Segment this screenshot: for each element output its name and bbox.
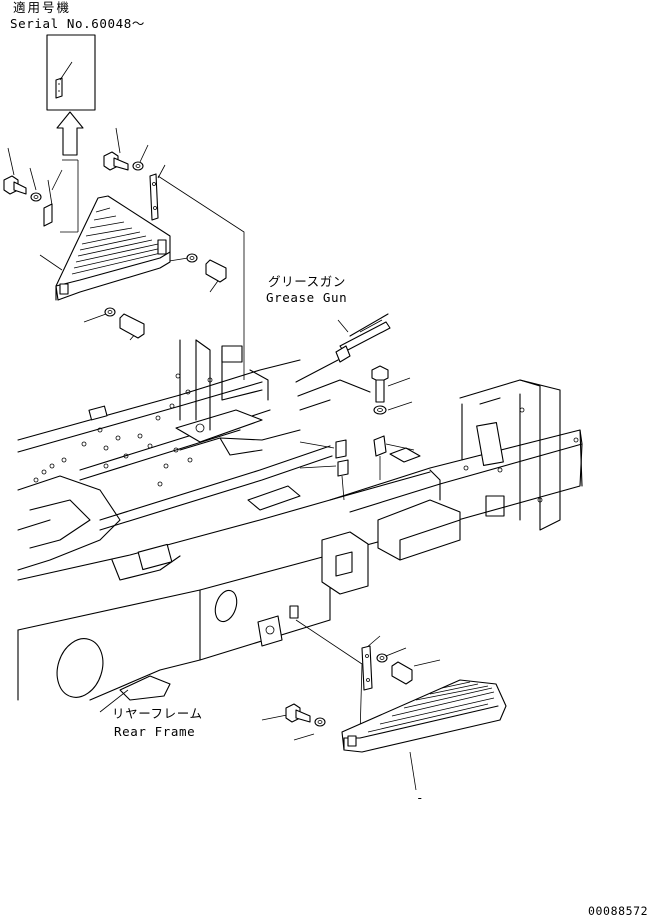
main-frame [17,339,583,701]
rear-frame-label-jp: リヤーフレーム [112,706,203,721]
assembly-leader-lower [295,619,363,737]
washer-icon [30,192,42,202]
step-plate-icon [341,679,507,753]
drawing-number: 00088572 [588,904,649,918]
frame-studs [33,373,579,503]
upper-step-assembly [3,127,227,341]
grease-gun-label-en: Grease Gun [266,290,348,305]
step-plate-icon [55,195,171,301]
washer-icon [186,253,198,263]
bolt-icon [205,259,227,283]
washer-icon [314,717,326,727]
serial-inset-box [46,34,96,111]
inset-bracket-part [55,61,73,99]
grease-gun-part [295,313,391,383]
tread-grating [71,207,166,275]
dash-mark: - [416,790,425,805]
serial-number-label: Serial No.60048～ [10,16,145,31]
bolt-icon [3,175,27,195]
applicable-model-label: 適用号機 [13,0,72,15]
grease-gun-label-jp: グリースガン [268,274,346,289]
rear-frame-label-en: Rear Frame [114,724,196,739]
assembly-leader-upper [157,175,245,380]
lower-step-assembly [261,619,507,791]
vertical-bracket-part [361,645,373,691]
small-plate-part [43,203,53,227]
tread-grating [367,681,495,733]
bolt-icon [391,661,413,685]
bolt-icon [103,151,129,171]
washer-icon [132,161,144,171]
clip-bolt-stack [299,365,415,501]
washer-icon [373,405,387,415]
up-arrow-icon [56,111,84,156]
bolt-icon [371,365,389,403]
vertical-bracket-part [149,173,159,221]
bolt-icon [119,313,145,339]
bolt-icon [285,703,311,723]
rear-frame-leader [99,689,129,713]
washer-icon [376,653,388,663]
washer-icon [104,307,116,317]
